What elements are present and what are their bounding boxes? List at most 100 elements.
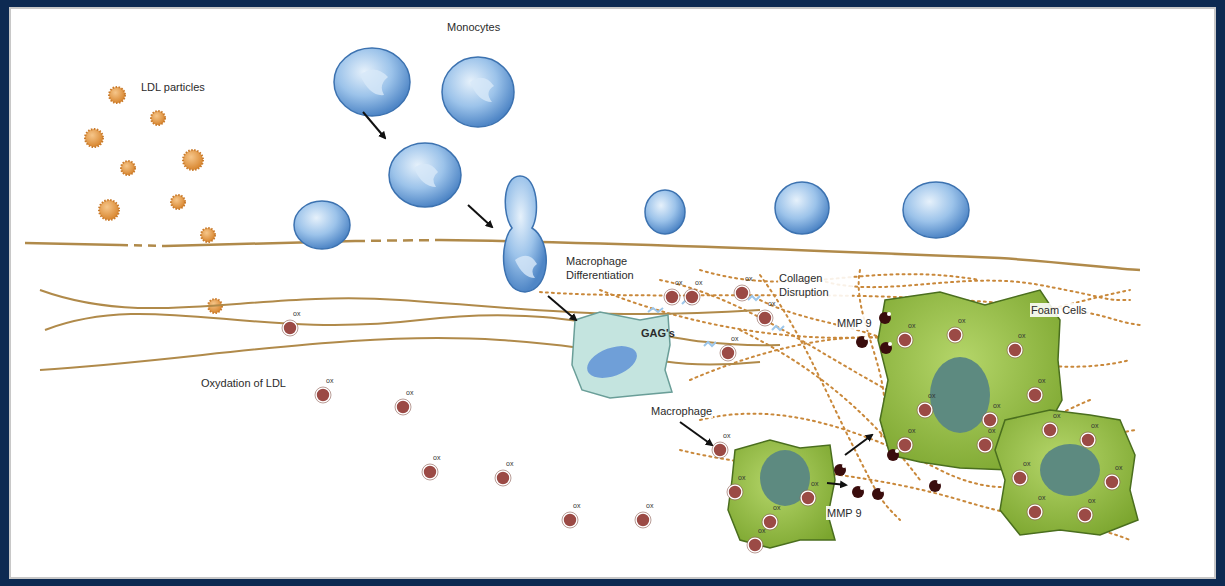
panel — [10, 8, 1215, 578]
oxidized-ldl — [685, 290, 699, 304]
ox-tag: ox — [573, 502, 580, 510]
oxidized-ldl-outline — [1104, 474, 1120, 490]
oxidized-ldl-outline — [982, 412, 998, 428]
oxidized-ldl — [1081, 433, 1095, 447]
oxidized-ldl — [316, 388, 330, 402]
foam-cell-nucleus — [930, 357, 990, 433]
oxidized-ldl — [978, 438, 992, 452]
ox-tag: ox — [745, 275, 752, 283]
oxidized-ldl-outline — [977, 437, 993, 453]
foam-cell — [995, 410, 1138, 535]
ox-tag: ox — [768, 300, 775, 308]
oxidized-ldl — [283, 321, 297, 335]
oxidized-ldl-outline — [495, 470, 511, 486]
oxidized-ldl-outline — [282, 320, 298, 336]
oxidized-ldl-outline — [897, 332, 913, 348]
process-label: Oxydation of LDL — [200, 376, 287, 390]
oxidized-ldl — [948, 328, 962, 342]
oxidized-ldl — [763, 515, 777, 529]
oxidized-ldl — [1105, 475, 1119, 489]
oxidized-ldl-outline — [757, 310, 773, 326]
oxidized-ldl-outline — [1042, 422, 1058, 438]
oxidized-ldl-outline — [1027, 387, 1043, 403]
macrophage-nucleus — [583, 340, 641, 384]
monocyte-nuclei — [360, 69, 537, 278]
ox-tag: ox — [1018, 332, 1025, 340]
macrophage-green — [728, 440, 835, 548]
ox-tag: ox — [675, 279, 682, 287]
oxidized-ldl-outline — [1027, 504, 1043, 520]
oxidized-ldl — [983, 413, 997, 427]
oxidized-ldl — [636, 513, 650, 527]
oxidized-ldl-outline — [712, 442, 728, 458]
ox-tag: ox — [646, 502, 653, 510]
ox-tag: ox — [1038, 494, 1045, 502]
oxidized-ldl-outline — [947, 327, 963, 343]
collagen-fibres — [540, 270, 1140, 540]
oxidized-ldl-outline — [720, 345, 736, 361]
oxidized-ldl — [396, 400, 410, 414]
ox-tag: ox — [433, 454, 440, 462]
oxidized-ldl — [1008, 343, 1022, 357]
ox-tag: ox — [1115, 464, 1122, 472]
oxidized-ldl-outline — [684, 289, 700, 305]
oxidized-ldl — [1028, 388, 1042, 402]
oxidized-ldl-outline — [1012, 470, 1028, 486]
ox-tag: ox — [406, 389, 413, 397]
oxidized-ldl-outline — [635, 512, 651, 528]
monocytes — [294, 48, 969, 292]
ox-tag: ox — [928, 392, 935, 400]
process-label: Collagen Disruption — [778, 271, 852, 299]
ox-tag: ox — [773, 504, 780, 512]
oxidized-ldl-outline — [395, 399, 411, 415]
ox-tag: ox — [506, 460, 513, 468]
ox-tag: ox — [1023, 460, 1030, 468]
oxidized-ldl — [1028, 505, 1042, 519]
oxidized-ldl-outline — [562, 512, 578, 528]
oxidized-ldl — [728, 485, 742, 499]
oxidized-ldl — [801, 491, 815, 505]
oxidized-ldl — [496, 471, 510, 485]
cell-label: Macrophage — [650, 404, 713, 418]
foam-cell-nucleus — [1040, 444, 1100, 496]
oxidized-ldl-outline — [664, 289, 680, 305]
process-label: Macrophage Differentiation — [565, 254, 657, 282]
oxidized-ldl-outline — [1077, 507, 1093, 523]
oxidized-ldl — [563, 513, 577, 527]
oxidized-ldl — [1078, 508, 1092, 522]
ox-tag: ox — [293, 310, 300, 318]
ox-tag: ox — [908, 322, 915, 330]
macrophage-cell — [572, 312, 672, 398]
oxidized-ldl-outline — [315, 387, 331, 403]
oxidized-ldl — [721, 346, 735, 360]
molecule-label: GAG's — [640, 326, 676, 340]
heading-label: Monocytes — [446, 20, 501, 34]
ox-tag: ox — [758, 527, 765, 535]
ox-tag: ox — [993, 402, 1000, 410]
oxidized-ldl-outline — [1080, 432, 1096, 448]
oxidized-ldl — [423, 465, 437, 479]
mmp9-particles — [834, 312, 941, 500]
ldl-particles — [85, 87, 222, 313]
oxidized-ldl-outline — [917, 402, 933, 418]
enzyme-label: MMP 9 — [836, 316, 873, 330]
oxidized-ldl — [1043, 423, 1057, 437]
oxidized-ldl — [918, 403, 932, 417]
oxidized-ldl-outline — [1007, 342, 1023, 358]
ox-tag: ox — [811, 480, 818, 488]
ox-tag: ox — [723, 432, 730, 440]
oxidized-ldl-outline — [897, 437, 913, 453]
oxidized-ldl — [665, 290, 679, 304]
oxidized-ldl — [735, 286, 749, 300]
oxidized-ldl — [898, 438, 912, 452]
enzyme-label: MMP 9 — [826, 506, 863, 520]
ox-tag: ox — [695, 279, 702, 287]
ox-tag: ox — [1088, 497, 1095, 505]
oxidized-ldl-outline — [800, 490, 816, 506]
ox-tag: ox — [1091, 422, 1098, 430]
oxidized-ldl-outline — [747, 537, 763, 553]
ox-tag: ox — [1053, 412, 1060, 420]
heading-label: LDL particles — [140, 80, 206, 94]
oxidized-ldl — [1013, 471, 1027, 485]
